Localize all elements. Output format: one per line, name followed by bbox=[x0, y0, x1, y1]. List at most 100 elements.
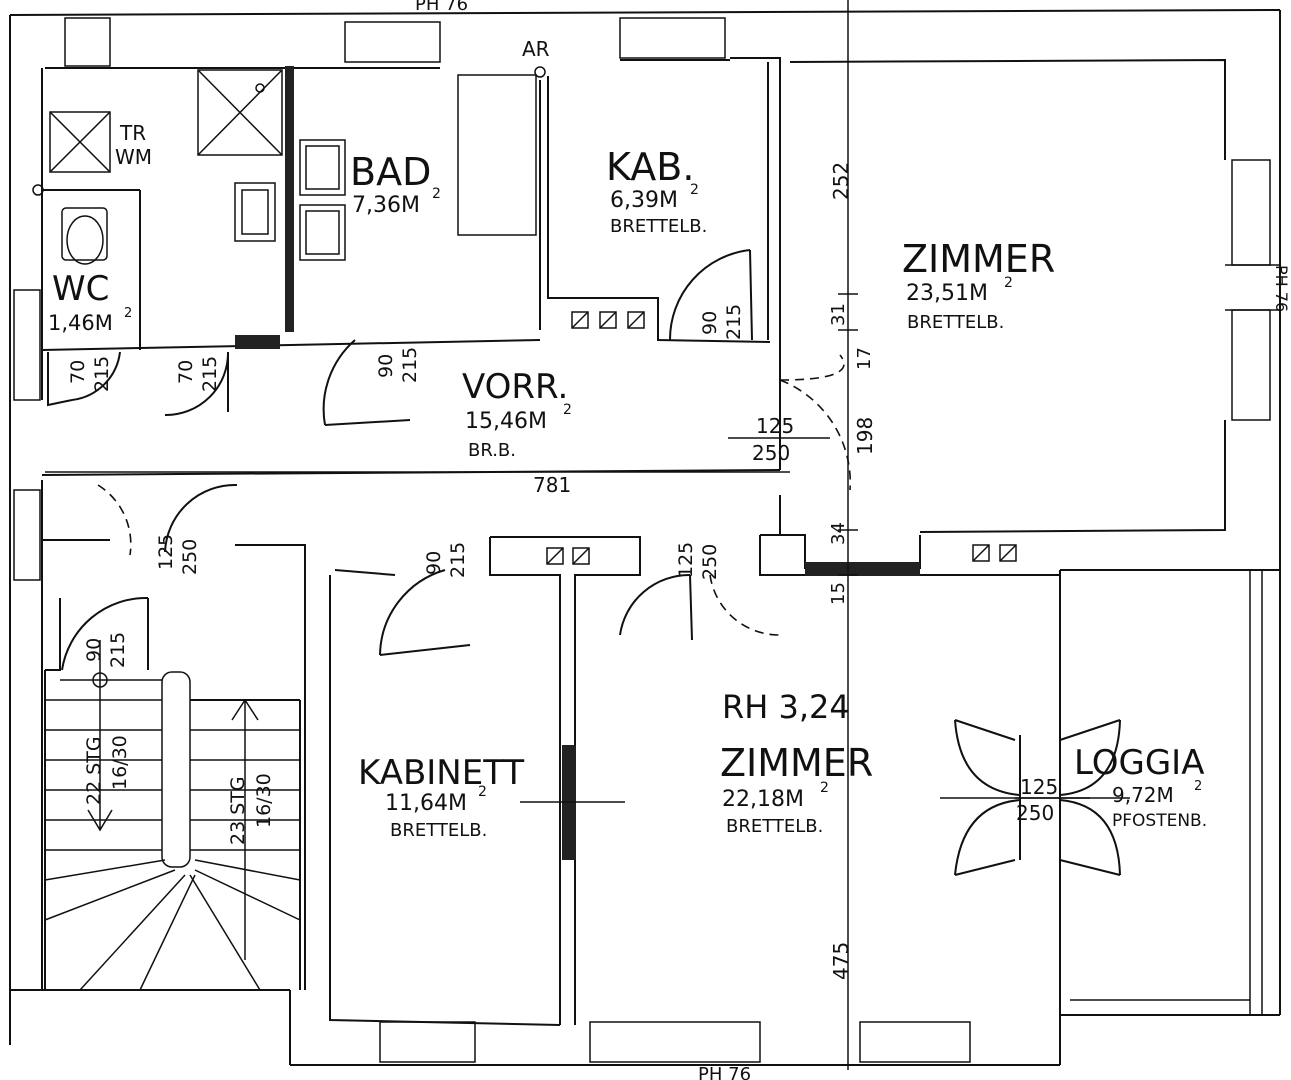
sink-1 bbox=[299, 139, 346, 196]
room-area: 7,36M bbox=[352, 193, 420, 218]
room-height: RH 3,24 bbox=[722, 688, 850, 726]
door-zimmer-top bbox=[779, 379, 852, 491]
stair-flight1-steps: 22 STG bbox=[83, 736, 105, 805]
dimension-text: 252 31 17 198 34 15 475 781 90 215 90 21… bbox=[67, 162, 1058, 980]
door-loggia-width: 125 bbox=[1020, 775, 1058, 799]
ph-right-label: PH 76 bbox=[1272, 265, 1291, 312]
room-area: 6,39M bbox=[610, 188, 678, 213]
room-wc: WC 1,46M 2 bbox=[48, 269, 132, 335]
unit-exponent: 2 bbox=[1194, 779, 1202, 794]
unit-exponent: 2 bbox=[820, 780, 829, 796]
door-wm-height: 215 bbox=[199, 356, 221, 392]
door-stair bbox=[61, 596, 149, 671]
dim-781: 781 bbox=[533, 473, 571, 497]
door-bad-height: 215 bbox=[399, 347, 421, 383]
door-zimmer-bottom-width: 125 bbox=[675, 542, 697, 578]
tr-label: TR bbox=[119, 121, 146, 145]
shower-bad bbox=[197, 69, 283, 156]
toilet bbox=[61, 207, 108, 261]
room-kabinett: KABINETT 11,64M 2 BRETTELB. bbox=[358, 753, 524, 841]
door-entry-height: 250 bbox=[179, 539, 201, 575]
door-wc-height: 215 bbox=[91, 356, 113, 392]
floor-type: BRETTELB. bbox=[907, 312, 1004, 333]
door-bad-width: 90 bbox=[375, 354, 397, 378]
dim-198: 198 bbox=[853, 417, 877, 455]
door-loggia bbox=[954, 719, 1021, 796]
unit-exponent: 2 bbox=[478, 784, 487, 800]
room-kab: KAB. 6,39M 2 BRETTELB. bbox=[606, 145, 707, 237]
stair-treads bbox=[44, 640, 301, 991]
shower-tray-wm bbox=[49, 111, 111, 173]
door-loggia-height: 250 bbox=[1016, 801, 1054, 825]
room-name: KABINETT bbox=[358, 753, 524, 793]
ar-label: AR bbox=[522, 37, 550, 61]
dim-17: 17 bbox=[854, 347, 875, 370]
unit-exponent: 2 bbox=[690, 182, 699, 198]
bathtub bbox=[457, 74, 537, 236]
door-kabinett-width: 90 bbox=[423, 551, 445, 575]
door-wm-width: 70 bbox=[175, 360, 197, 384]
floor-type: BR.B. bbox=[468, 440, 516, 461]
ph-bottom-label: PH 76 bbox=[698, 1064, 751, 1080]
room-loggia: LOGGIA 9,72M 2 PFOSTENB. bbox=[1074, 743, 1207, 831]
dim-15: 15 bbox=[828, 582, 849, 605]
room-vorr: VORR. 15,46M 2 BR.B. bbox=[462, 367, 572, 461]
room-name: LOGGIA bbox=[1074, 743, 1204, 783]
room-name: WC bbox=[52, 269, 109, 309]
door-zimmer-top-width: 125 bbox=[756, 414, 794, 438]
room-name: VORR. bbox=[462, 367, 568, 407]
door-zimmer-bottom-height: 250 bbox=[699, 544, 721, 580]
room-name: ZIMMER bbox=[720, 741, 873, 785]
sink-2 bbox=[299, 204, 346, 261]
floor-type: BRETTELB. bbox=[726, 816, 823, 837]
room-area: 1,46M bbox=[48, 311, 113, 335]
misc-labels: AR TR WM PH 76 PH 76 PH 76 bbox=[115, 0, 1291, 1080]
room-area: 23,51M bbox=[906, 281, 988, 306]
room-area: 11,64M bbox=[385, 791, 467, 816]
door-stair-width: 90 bbox=[83, 638, 105, 662]
wm-label: WM bbox=[115, 145, 152, 169]
dim-475: 475 bbox=[829, 942, 853, 980]
room-name: ZIMMER bbox=[902, 237, 1055, 281]
stair-flight2-steps: 23 STG bbox=[227, 776, 249, 845]
room-zimmer-top: ZIMMER 23,51M 2 BRETTELB. bbox=[902, 237, 1055, 333]
door-wc-width: 70 bbox=[67, 360, 89, 384]
door-zimmer-bottom bbox=[619, 573, 691, 636]
room-bad: BAD 7,36M 2 bbox=[350, 150, 441, 218]
door-kabinett-height: 215 bbox=[447, 542, 469, 578]
door-wm bbox=[164, 351, 230, 417]
room-area: 22,18M bbox=[722, 787, 804, 812]
unit-exponent: 2 bbox=[124, 306, 132, 321]
room-area: 15,46M bbox=[465, 409, 547, 434]
dim-34: 34 bbox=[828, 522, 849, 545]
stair-flight2-ratio: 16/30 bbox=[253, 773, 275, 828]
door-entry-left bbox=[97, 484, 132, 556]
unit-exponent: 2 bbox=[563, 402, 572, 418]
room-zimmer-bottom: RH 3,24 ZIMMER 22,18M 2 BRETTELB. bbox=[720, 688, 873, 837]
door-bad bbox=[322, 339, 356, 426]
washbasin bbox=[234, 182, 276, 242]
unit-exponent: 2 bbox=[432, 186, 441, 202]
door-kab-width: 90 bbox=[699, 311, 721, 335]
fuse-boxes bbox=[546, 311, 1017, 565]
floor-type: PFOSTENB. bbox=[1112, 811, 1207, 831]
floor-type: BRETTELB. bbox=[610, 216, 707, 237]
room-area: 9,72M bbox=[1112, 783, 1174, 807]
unit-exponent: 2 bbox=[1004, 275, 1013, 291]
door-entry-width: 125 bbox=[155, 534, 177, 570]
door-kab bbox=[668, 249, 751, 341]
dim-252: 252 bbox=[829, 162, 853, 200]
door-stair-height: 215 bbox=[107, 632, 129, 668]
room-name: KAB. bbox=[606, 145, 694, 189]
door-kab-height: 215 bbox=[723, 304, 745, 340]
doors bbox=[47, 249, 1121, 876]
door-zimmer-top-height: 250 bbox=[752, 441, 790, 465]
floor-type: BRETTELB. bbox=[390, 820, 487, 841]
stair-flight1-ratio: 16/30 bbox=[109, 735, 131, 790]
door-wc bbox=[71, 351, 121, 401]
ph-top-label: PH 76 bbox=[415, 0, 468, 15]
dimension-lines bbox=[45, 0, 1130, 1070]
dim-31: 31 bbox=[828, 303, 849, 326]
fixtures bbox=[32, 66, 1017, 688]
